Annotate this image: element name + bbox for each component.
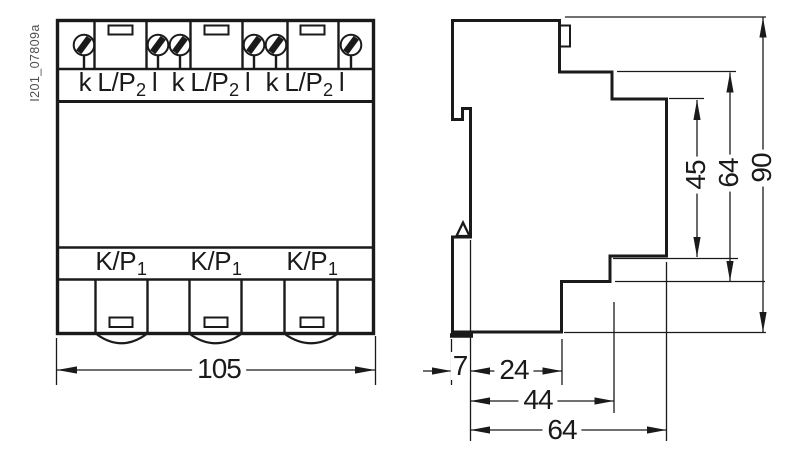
terminal-cover-arcs bbox=[96, 333, 338, 345]
primary-terminal-label: K/P1 bbox=[286, 246, 338, 279]
terminal-k-label: k bbox=[78, 67, 92, 98]
terminal-lp-label: L/P bbox=[97, 67, 136, 98]
terminal-lp-label: L/P bbox=[190, 67, 229, 98]
terminal-kp-sub: 1 bbox=[136, 258, 147, 279]
front-view bbox=[55, 18, 377, 385]
screw-terminal-icon bbox=[264, 33, 288, 69]
terminal-l-label: l bbox=[244, 67, 251, 98]
terminal-k-label: k bbox=[171, 67, 185, 98]
primary-terminal-label: K/P1 bbox=[190, 246, 242, 279]
screw-terminal-icon bbox=[146, 33, 170, 69]
top-wiring-slots bbox=[107, 24, 326, 36]
terminal-lp-label: L/P bbox=[284, 67, 323, 98]
dim-105-label: 105 bbox=[192, 355, 246, 383]
mounting-tab bbox=[558, 24, 571, 48]
artifact-label: I201_07809a bbox=[27, 24, 42, 102]
side-view bbox=[423, 16, 767, 441]
device-body-outline bbox=[55, 18, 376, 336]
terminal-lp-sub: 2 bbox=[229, 79, 239, 100]
terminal-kp-sub: 1 bbox=[231, 258, 242, 279]
secondary-terminal-compartments bbox=[93, 21, 340, 69]
terminal-kp-label: K/P bbox=[286, 246, 328, 277]
bottom-wiring-slots bbox=[108, 316, 325, 328]
terminal-k-label: k bbox=[265, 67, 279, 98]
side-profile-outline bbox=[451, 19, 668, 334]
terminal-kp-label: K/P bbox=[95, 246, 137, 277]
dim-90-label: 90 bbox=[746, 149, 777, 187]
terminal-l-label: l bbox=[338, 67, 345, 98]
dim-7-label: 7 bbox=[450, 350, 470, 381]
extension-lines bbox=[450, 16, 766, 441]
dim-7 bbox=[423, 367, 452, 375]
primary-terminal-blocks bbox=[94, 280, 339, 333]
terminal-l-label: l bbox=[151, 67, 158, 98]
terminal-kp-label: K/P bbox=[190, 246, 232, 277]
dim-64-width-label: 64 bbox=[542, 416, 582, 444]
screw-terminal-icon bbox=[72, 33, 96, 69]
dim-24-label: 24 bbox=[494, 356, 534, 384]
primary-terminal-label: K/P1 bbox=[95, 246, 147, 279]
screw-terminal-icon bbox=[339, 33, 363, 69]
dim-45-label: 45 bbox=[680, 156, 711, 194]
screw-terminal-icon bbox=[168, 33, 192, 69]
dim-44-label: 44 bbox=[518, 386, 558, 414]
screw-terminals bbox=[72, 33, 363, 69]
dim-64-height-label: 64 bbox=[713, 154, 744, 192]
screw-terminal-icon bbox=[242, 33, 266, 69]
terminal-lp-sub: 2 bbox=[136, 79, 146, 100]
terminal-kp-sub: 1 bbox=[327, 258, 338, 279]
din-clip-icon bbox=[454, 219, 472, 238]
terminal-lp-sub: 2 bbox=[323, 79, 333, 100]
